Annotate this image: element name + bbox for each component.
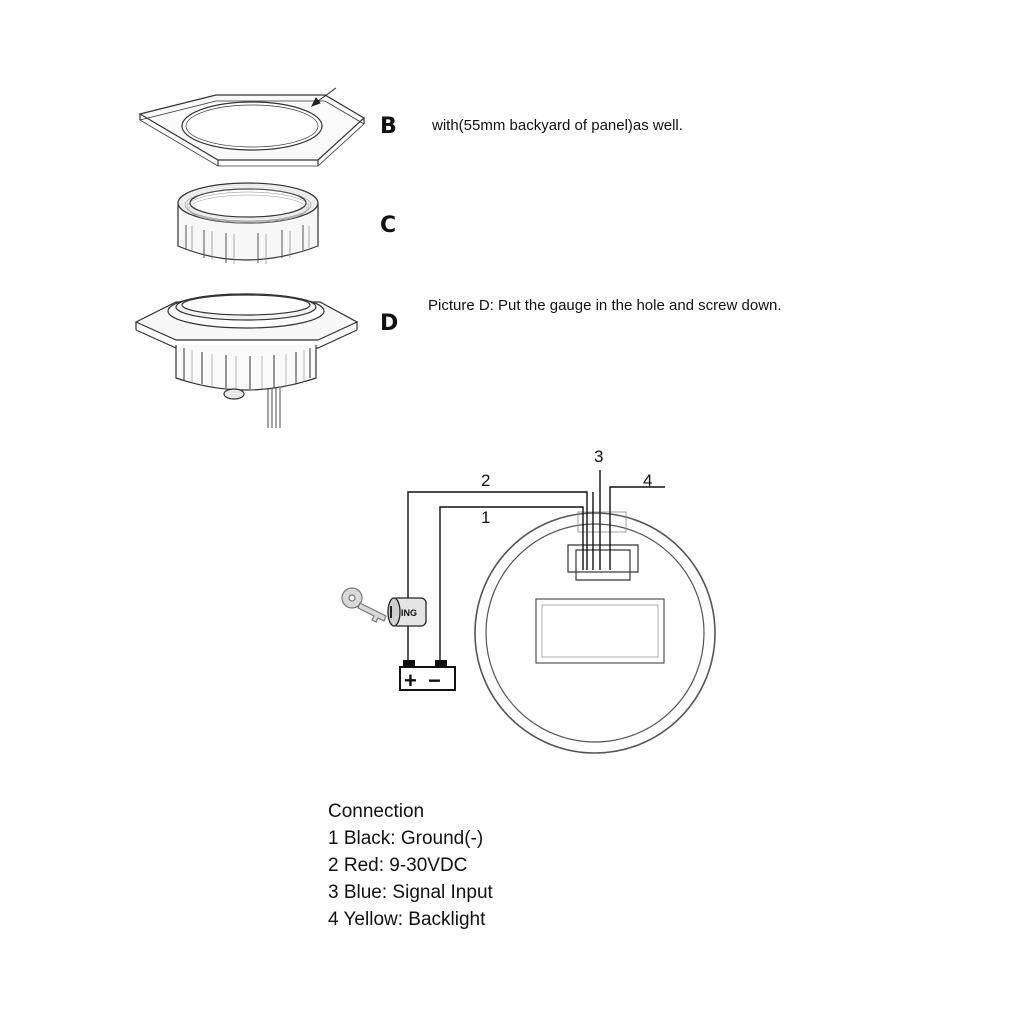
battery-minus-label: − — [428, 668, 441, 693]
step-letter-c: C — [380, 213, 397, 238]
step-letter-b: B — [380, 114, 397, 139]
step-caption-d: Picture D: Put the gauge in the hole and… — [428, 297, 782, 314]
gauge-assembly-d — [134, 293, 359, 428]
step-caption-b: with(55mm backyard of panel)as well. — [432, 117, 683, 134]
wire-connector — [567, 511, 639, 581]
legend-item: 3 Blue: Signal Input — [328, 882, 493, 903]
wire-label-2: 2 — [481, 471, 490, 490]
threaded-nut-c — [177, 182, 319, 264]
battery-icon — [399, 660, 456, 691]
key-icon — [341, 587, 387, 623]
ignition-label: ING — [401, 608, 417, 618]
wire-paths — [407, 470, 665, 690]
wire-label-4: 4 — [643, 471, 652, 490]
legend-title: Connection — [328, 801, 425, 822]
legend-item: 2 Red: 9-30VDC — [328, 855, 468, 876]
step-letter-d: D — [380, 311, 399, 336]
panel-washer-b — [138, 94, 366, 167]
legend-item: 1 Black: Ground(-) — [328, 828, 484, 849]
connection-legend: Connection 1 Black: Ground(-) 2 Red: 9-3… — [328, 798, 493, 933]
wire-label-1: 1 — [481, 508, 490, 527]
battery-plus-label: + — [404, 668, 417, 693]
ignition-switch — [387, 597, 427, 627]
wire-label-3: 3 — [594, 447, 603, 466]
gauge-face — [474, 512, 716, 754]
legend-item: 4 Yellow: Backlight — [328, 909, 486, 930]
pointer-arrow — [310, 87, 337, 107]
